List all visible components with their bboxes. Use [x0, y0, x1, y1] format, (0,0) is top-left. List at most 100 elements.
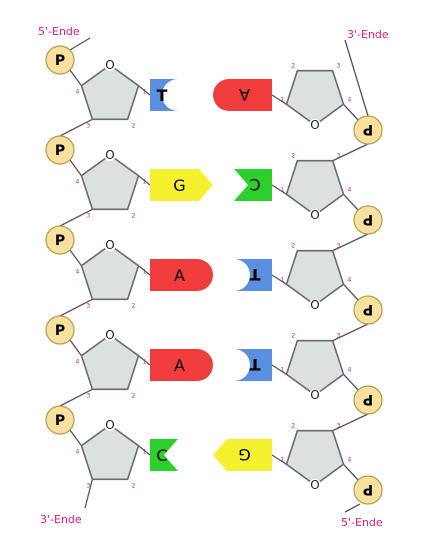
phosphate-circle: [353, 475, 383, 505]
phosphate-label: P: [55, 143, 65, 159]
phosphate-circle: [45, 225, 75, 255]
phosphate-label: P: [363, 391, 373, 407]
phosphate-sugar-bond: [69, 429, 82, 447]
phosphate-circle: [353, 205, 383, 235]
phosphate-circle: [353, 385, 383, 415]
carbon-number: 4: [75, 269, 79, 276]
carbon-number: 2: [132, 392, 136, 399]
glycosidic-bond-left: [138, 265, 151, 276]
sugar-pentagon: [285, 429, 345, 486]
sugar-pentagon: [285, 159, 345, 216]
carbon-number: 3: [337, 63, 341, 70]
glycosidic-bond-right: [271, 184, 287, 195]
carbon-number: 3: [86, 482, 90, 489]
base-letter-left: T: [157, 86, 168, 105]
sugar-pentagon: [285, 249, 345, 306]
ring-oxygen-bg: [104, 59, 116, 71]
phosphate-circle: [45, 45, 75, 75]
ring-oxygen-bg: [309, 209, 321, 221]
ring-oxygen-bg: [309, 389, 321, 401]
carbon-number: 1: [143, 269, 147, 276]
phosphate-circle: [45, 315, 75, 345]
ring-oxygen-label: O: [310, 298, 319, 312]
phosphate-circle: [353, 295, 383, 325]
phosphate-circle: [353, 115, 383, 145]
phosphate-circle: [45, 405, 75, 435]
sugar-phosphate-bond: [59, 388, 93, 407]
ring-oxygen-bg: [104, 149, 116, 161]
phosphate-circle: [45, 135, 75, 165]
carbon-number: 1: [143, 359, 147, 366]
phosphate-sugar-bond: [343, 193, 359, 211]
strand-end-right-bottom: [344, 503, 361, 513]
base-letter-left: C: [156, 446, 167, 465]
carbon-number: 3: [337, 153, 341, 160]
label-5-end-right: 5'-Ende: [341, 516, 383, 529]
phosphate-left-4: P: [45, 315, 75, 345]
base-t-left: [150, 79, 178, 111]
label-3-end-right: 3'-Ende: [347, 28, 389, 41]
base-letter-right: T: [249, 265, 260, 284]
base-c-right: [234, 169, 272, 201]
ring-oxygen-bg: [104, 419, 116, 431]
phosphate-label: P: [55, 323, 65, 339]
base-a-left: [150, 259, 213, 291]
phosphate-left-5: P: [45, 405, 75, 435]
carbon-number: 2: [291, 243, 295, 250]
ring-oxygen-bg: [309, 299, 321, 311]
glycosidic-bond-right: [271, 364, 287, 375]
phosphate-right-2: P: [353, 205, 383, 235]
glycosidic-bond-left: [138, 175, 151, 186]
carbon-number: 4: [75, 359, 79, 366]
carbon-number: 2: [291, 333, 295, 340]
phosphate-right-3: P: [353, 295, 383, 325]
ring-oxygen-label: O: [105, 238, 114, 252]
sugar-pentagon: [285, 339, 345, 396]
base-g-left: [150, 169, 213, 201]
base-letter-right: G: [238, 445, 250, 464]
phosphate-label: P: [363, 121, 373, 137]
phosphate-label: P: [55, 53, 65, 69]
base-t-right: [234, 349, 272, 381]
base-letter-left: A: [174, 356, 185, 375]
carbon-number: 4: [75, 89, 79, 96]
sugar-left-3: O 1 2 3 4: [75, 238, 146, 309]
carbon-number: 4: [348, 366, 352, 373]
carbon-number: 2: [132, 122, 136, 129]
base-g-right: [213, 439, 272, 471]
sugar-phosphate-bond: [59, 118, 93, 137]
carbon-number: 2: [132, 302, 136, 309]
ring-oxygen-label: O: [310, 388, 319, 402]
sugar-phosphate-bond: [59, 208, 93, 227]
glycosidic-bond-right: [271, 274, 287, 285]
carbon-number: 3: [86, 302, 90, 309]
carbon-number: 2: [132, 212, 136, 219]
phosphate-sugar-bond: [343, 283, 359, 301]
carbon-number: 1: [280, 276, 284, 283]
base-t-right: [234, 259, 272, 291]
strand-end-right-top: [344, 39, 369, 117]
label-5-end-left: 5'-Ende: [38, 25, 80, 38]
base-c-left: [150, 439, 178, 471]
phosphate-sugar-bond: [69, 159, 82, 177]
glycosidic-bond-left: [138, 355, 151, 366]
carbon-number: 2: [132, 482, 136, 489]
carbon-number: 3: [86, 212, 90, 219]
carbon-number: 3: [337, 333, 341, 340]
phosphate-sugar-bond: [69, 339, 82, 357]
